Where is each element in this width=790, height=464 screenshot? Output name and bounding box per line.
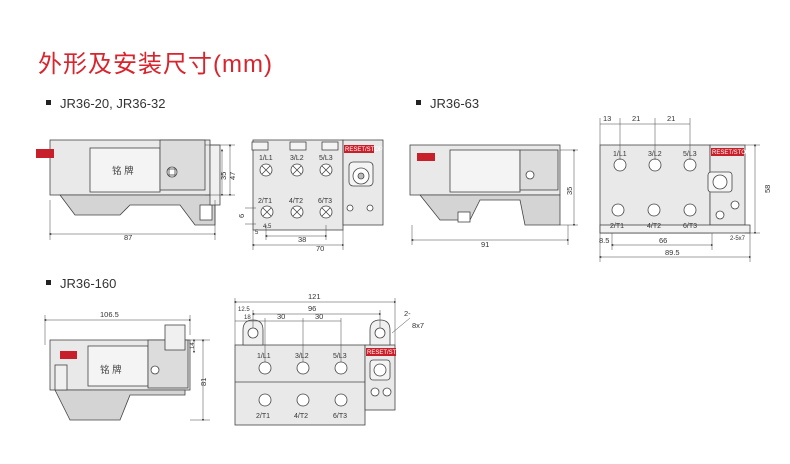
terminal-6-t3-c: 6/T3 <box>333 413 347 420</box>
jr36-160-side-dims <box>43 315 210 422</box>
nameplate-label-b: 铭 牌 <box>100 364 122 376</box>
jr36-160-front-dims <box>233 298 411 362</box>
jr36-20-trip-button <box>36 149 54 158</box>
bullet-square-icon <box>416 100 421 106</box>
terminal-4-t2-c: 4/T2 <box>294 413 308 420</box>
dim-81: 81 <box>199 378 208 386</box>
dim-47: 47 <box>228 172 237 180</box>
jr36-63-side-view <box>409 144 561 226</box>
bullet-square-icon <box>46 100 51 106</box>
reset-stop-label-b: RESET/STOP <box>712 150 750 156</box>
model-label-jr36-20-32: JR36-20, JR36-32 <box>46 96 166 111</box>
dim-89-5: 89.5 <box>665 248 680 257</box>
reset-stop-tag <box>344 145 374 153</box>
reset-stop-label-c: RESET/STOP <box>367 350 405 356</box>
terminal-3-l2-c: 3/L2 <box>295 353 309 360</box>
dim-30-b: 30 <box>315 312 323 321</box>
dim-30-a: 30 <box>277 312 285 321</box>
dim-35-b: 35 <box>565 187 574 195</box>
bullet-square-icon <box>46 280 51 286</box>
hole-spec-63: 2-5x7 <box>730 236 746 242</box>
terminal-5-l3: 5/L3 <box>319 155 333 162</box>
terminal-1-l1-c: 1/L1 <box>257 353 271 360</box>
dim-91: 91 <box>481 240 489 249</box>
dim-18: 18 <box>244 315 251 321</box>
jr36-160-front-view <box>234 319 396 426</box>
dim-14: 14 <box>190 342 196 349</box>
terminal-5-l3-c: 5/L3 <box>333 353 347 360</box>
dim-5: 5 <box>255 230 259 236</box>
terminal-3-l2: 3/L2 <box>290 155 304 162</box>
model-label-jr36-160: JR36-160 <box>46 276 116 291</box>
jr36-20-terminals <box>259 163 374 219</box>
jr36-63-trip-button <box>417 153 435 161</box>
page-title: 外形及安装尺寸(mm) <box>38 51 273 78</box>
terminal-2-t1-c: 2/T1 <box>256 413 270 420</box>
dim-6: 6 <box>237 214 246 218</box>
jr36-160-trip-button <box>60 351 77 359</box>
terminal-2-t1: 2/T1 <box>258 198 272 205</box>
dim-21-a: 21 <box>632 114 640 123</box>
reset-stop-label: RESET/STOP <box>345 147 383 153</box>
jr36-20-side-dims <box>48 143 235 240</box>
terminal-6-t3-b: 6/T3 <box>683 223 697 230</box>
dim-12-5: 12.5 <box>238 307 250 313</box>
reset-stop-tag-c <box>366 348 396 356</box>
dim-106-5: 106.5 <box>100 310 119 319</box>
dim-13: 13 <box>603 114 611 123</box>
jr36-63-front-view <box>599 144 751 234</box>
dim-121: 121 <box>308 292 321 301</box>
dim-96: 96 <box>308 304 316 313</box>
nameplate-label: 铭 牌 <box>112 165 134 177</box>
dim-8-5: 8.5 <box>599 236 609 245</box>
terminal-6-t3: 6/T3 <box>318 198 332 205</box>
terminal-4-t2: 4/T2 <box>289 198 303 205</box>
jr36-63-side-dims <box>410 148 578 245</box>
jr36-63-terminals <box>611 158 740 220</box>
dim-21-b: 21 <box>667 114 675 123</box>
dim-4-5: 4.5 <box>263 224 272 230</box>
hole-spec-160-line2: 8x7 <box>412 321 424 330</box>
reset-stop-tag-b <box>711 148 744 156</box>
jr36-20-front-dims <box>245 207 345 250</box>
model-label-jr36-63: JR36-63 <box>416 96 479 111</box>
dim-58: 58 <box>763 185 772 193</box>
dim-35: 35 <box>219 172 228 180</box>
terminal-2-t1-b: 2/T1 <box>610 223 624 230</box>
dim-87: 87 <box>124 233 132 242</box>
dim-38: 38 <box>298 235 306 244</box>
terminal-4-t2-b: 4/T2 <box>647 223 661 230</box>
terminal-1-l1: 1/L1 <box>259 155 273 162</box>
dim-70: 70 <box>316 244 324 253</box>
dim-66: 66 <box>659 236 667 245</box>
jr36-20-side-view <box>49 139 221 226</box>
jr36-160-side-view <box>49 324 191 421</box>
jr36-63-front-dims <box>598 118 760 262</box>
hole-spec-160-line1: 2- <box>404 309 411 318</box>
jr36-20-front-view <box>251 139 384 231</box>
